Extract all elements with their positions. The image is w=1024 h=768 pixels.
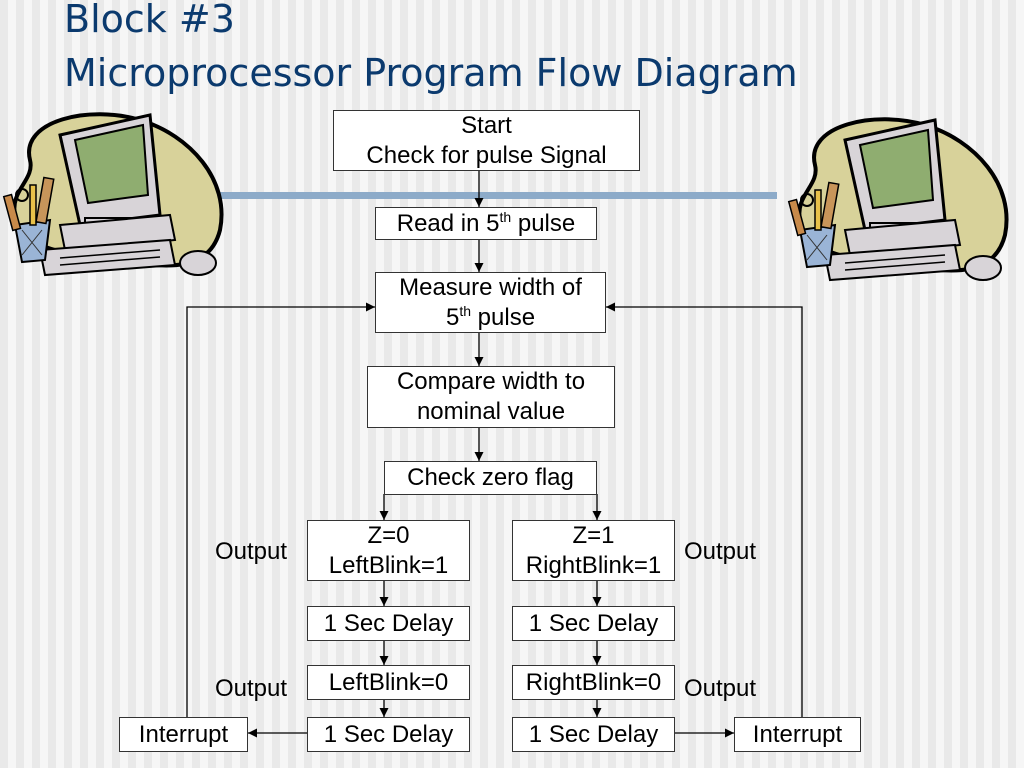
output-label-left-1: Output <box>215 538 288 565</box>
compare-width-box: Compare width to nominal value <box>367 366 615 428</box>
left-blink-off-box: LeftBlink=0 <box>307 665 470 700</box>
read-post: pulse <box>511 209 576 237</box>
read-sup: th <box>499 208 512 225</box>
right-delay-2-box: 1 Sec Delay <box>512 717 675 752</box>
output-label-right-2: Output <box>684 675 757 702</box>
loop-right-interrupt-to-measure <box>606 302 803 717</box>
measure-line-1: Measure width of <box>399 273 582 301</box>
right-interrupt-box: Interrupt <box>734 717 861 752</box>
computer-clipart-left-icon <box>2 112 224 277</box>
compare-line-2: nominal value <box>416 398 566 425</box>
right-blink-off-label: RightBlink=0 <box>525 668 662 696</box>
start-label: Start <box>461 111 512 139</box>
start-description: Check for pulse Signal <box>366 141 607 169</box>
output-label-right-1: Output <box>684 538 757 565</box>
title-line-2: Microprocessor Program Flow Diagram <box>64 51 798 95</box>
measure-width-box: Measure width of 5th pulse <box>375 272 606 333</box>
right-delay-1-box: 1 Sec Delay <box>512 606 675 641</box>
measure-pre: 5 <box>445 303 460 331</box>
z1-condition: Z=1 <box>572 521 615 549</box>
read-pulse-text: Read in 5th pulse <box>397 209 575 239</box>
right-interrupt-label: Interrupt <box>752 720 843 748</box>
start-box: Start Check for pulse Signal <box>333 110 640 171</box>
left-delay-2-box: 1 Sec Delay <box>307 717 470 752</box>
left-interrupt-label: Interrupt <box>138 720 229 748</box>
accent-bar <box>215 192 777 199</box>
read-pre: Read in 5 <box>396 209 500 237</box>
compare-line-1: Compare width to <box>396 368 586 395</box>
left-delay-2-label: 1 Sec Delay <box>323 720 454 748</box>
loop-left-interrupt-to-measure <box>186 302 375 717</box>
read-pulse-box: Read in 5th pulse <box>375 207 597 240</box>
check-zero-flag-label: Check zero flag <box>407 464 574 491</box>
right-delay-2-label: 1 Sec Delay <box>528 720 659 748</box>
right-delay-1-label: 1 Sec Delay <box>528 609 659 637</box>
measure-post: pulse <box>471 303 536 331</box>
z1-right-blink-on-box: Z=1 RightBlink=1 <box>512 520 675 581</box>
output-label-left-2: Output <box>215 675 288 702</box>
left-delay-1-box: 1 Sec Delay <box>307 606 470 641</box>
check-zero-flag-box: Check zero flag <box>384 461 597 495</box>
left-interrupt-box: Interrupt <box>119 717 248 752</box>
title-line-1: Block #3 <box>64 0 235 41</box>
measure-sup: th <box>459 302 471 319</box>
left-blink-on: LeftBlink=1 <box>328 551 449 579</box>
left-delay-1-label: 1 Sec Delay <box>323 609 454 637</box>
left-blink-off-label: LeftBlink=0 <box>328 668 449 696</box>
right-blink-on: RightBlink=1 <box>525 551 662 579</box>
z0-left-blink-on-box: Z=0 LeftBlink=1 <box>307 520 470 581</box>
computer-clipart-right-icon <box>787 117 1009 282</box>
right-blink-off-box: RightBlink=0 <box>512 665 675 700</box>
z0-condition: Z=0 <box>367 521 410 549</box>
measure-line-2: 5th pulse <box>446 303 535 333</box>
slide-title: Block #3 Microprocessor Program Flow Dia… <box>64 0 798 100</box>
